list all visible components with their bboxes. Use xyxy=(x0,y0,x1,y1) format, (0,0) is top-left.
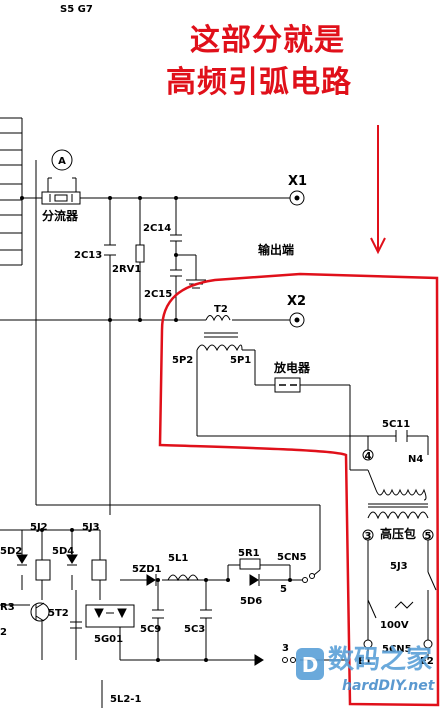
r1-label: 5R1 xyxy=(238,548,260,559)
x1-label: X1 xyxy=(288,174,307,189)
capacitor-5c9 xyxy=(152,609,212,619)
node-5-icon: 5 xyxy=(422,529,434,542)
sw-num2-label: 5 xyxy=(280,584,287,595)
hv-pack-label: 高压包 xyxy=(380,526,416,541)
watermark-en: hardDIY.net xyxy=(342,678,436,694)
svg-text:5: 5 xyxy=(425,531,432,542)
inductor-5l1-icon xyxy=(167,574,199,582)
c15-label: 2C15 xyxy=(144,289,172,300)
bottom-connector-icon xyxy=(254,654,296,666)
annotation-line2: 高频引弧电路 xyxy=(166,65,352,100)
g01-label: 5G01 xyxy=(94,634,123,645)
annotation-arrow-icon xyxy=(370,125,386,255)
relay-contacts-right xyxy=(367,560,437,619)
d2-label: 5D2 xyxy=(0,546,22,557)
hv-pack-coils xyxy=(367,469,429,520)
capacitor-2c14 xyxy=(170,234,182,277)
j3-left-label: 5J3 xyxy=(82,522,100,533)
optocoupler-5g01-icon xyxy=(85,604,135,628)
c13-label: 2C13 xyxy=(74,250,102,261)
c9-label: 5C9 xyxy=(140,624,161,635)
cn5-label: 5CN5 xyxy=(277,552,307,563)
d4-label: 5D4 xyxy=(52,546,74,557)
node-3-icon: 3 xyxy=(362,529,374,542)
watermark: D 数码之家 hardDIY.net xyxy=(296,644,436,694)
c14-label: 2C14 xyxy=(143,223,171,234)
discharger-symbol xyxy=(274,377,301,393)
x2-label: X2 xyxy=(287,294,306,309)
j2-label: 5J2 xyxy=(30,522,48,533)
zd1-label: 5ZD1 xyxy=(132,564,162,575)
e1-label: E1 xyxy=(358,656,372,667)
r2-partial-label: 2 xyxy=(0,627,7,638)
j3-right-label: 5J3 xyxy=(390,561,408,572)
resistor-5r1 xyxy=(239,558,261,570)
ammeter-label: A xyxy=(58,156,66,167)
voltage-label: 100V xyxy=(380,620,409,631)
r3-label: R3 xyxy=(0,602,15,613)
watermark-logo-icon: D xyxy=(302,653,319,677)
c11-label: 5C11 xyxy=(382,419,410,430)
diode-5d2-icon xyxy=(16,554,28,566)
l2-label: 5L2-1 xyxy=(110,694,141,705)
rv1-label: 2RV1 xyxy=(112,264,141,275)
capacitor-5c11 xyxy=(395,430,408,442)
svg-text:4: 4 xyxy=(365,451,372,462)
diode-5d6-icon xyxy=(249,574,260,586)
capacitor-2c13 xyxy=(104,244,116,256)
zener-5zd1-icon xyxy=(146,574,157,586)
terminal-e2-icon xyxy=(423,639,433,649)
schematic-wires xyxy=(0,117,429,708)
e2-label: E2 xyxy=(420,656,434,667)
diode-5d4-icon xyxy=(66,554,78,566)
relay-5j2 xyxy=(35,559,51,581)
transformer-t2 xyxy=(196,315,243,352)
resistor-2rv1 xyxy=(135,244,145,263)
p2-label: 5P2 xyxy=(172,355,193,366)
transistor-5t2-icon xyxy=(30,602,50,622)
svg-text:3: 3 xyxy=(365,531,372,542)
t2-transistor-label: 5T2 xyxy=(48,608,69,619)
junction-dots xyxy=(20,196,292,662)
p1-label: 5P1 xyxy=(230,355,251,366)
t2-label: T2 xyxy=(214,304,228,315)
annotation-line1: 这部分就是 xyxy=(190,23,345,58)
hf-circuit-outline xyxy=(158,272,440,707)
capacitor-left xyxy=(70,621,82,629)
l1-label: 5L1 xyxy=(168,553,188,564)
ammeter-symbol: A xyxy=(51,149,73,171)
discharger-label: 放电器 xyxy=(273,360,311,375)
n4-label: N4 xyxy=(408,454,423,465)
sw-num-label: 3 xyxy=(282,643,289,654)
terminal-e1-icon xyxy=(363,639,373,649)
watermark-cn: 数码之家 xyxy=(328,644,432,675)
terminal-x2 xyxy=(289,312,305,328)
cn5-bottom-label: 5CN5 xyxy=(382,644,412,655)
c3-label: 5C3 xyxy=(184,624,205,635)
relay-5j3 xyxy=(91,559,107,581)
shunt-symbol xyxy=(41,191,81,205)
node-4-icon: 4 xyxy=(362,449,374,462)
terminal-x1 xyxy=(289,190,305,206)
connector-5cn5-icon xyxy=(302,569,321,583)
top-partial-label: S5 G7 xyxy=(60,4,93,15)
shunt-label: 分流器 xyxy=(42,208,79,223)
d6-label: 5D6 xyxy=(240,596,262,607)
output-label: 输出端 xyxy=(258,242,294,257)
